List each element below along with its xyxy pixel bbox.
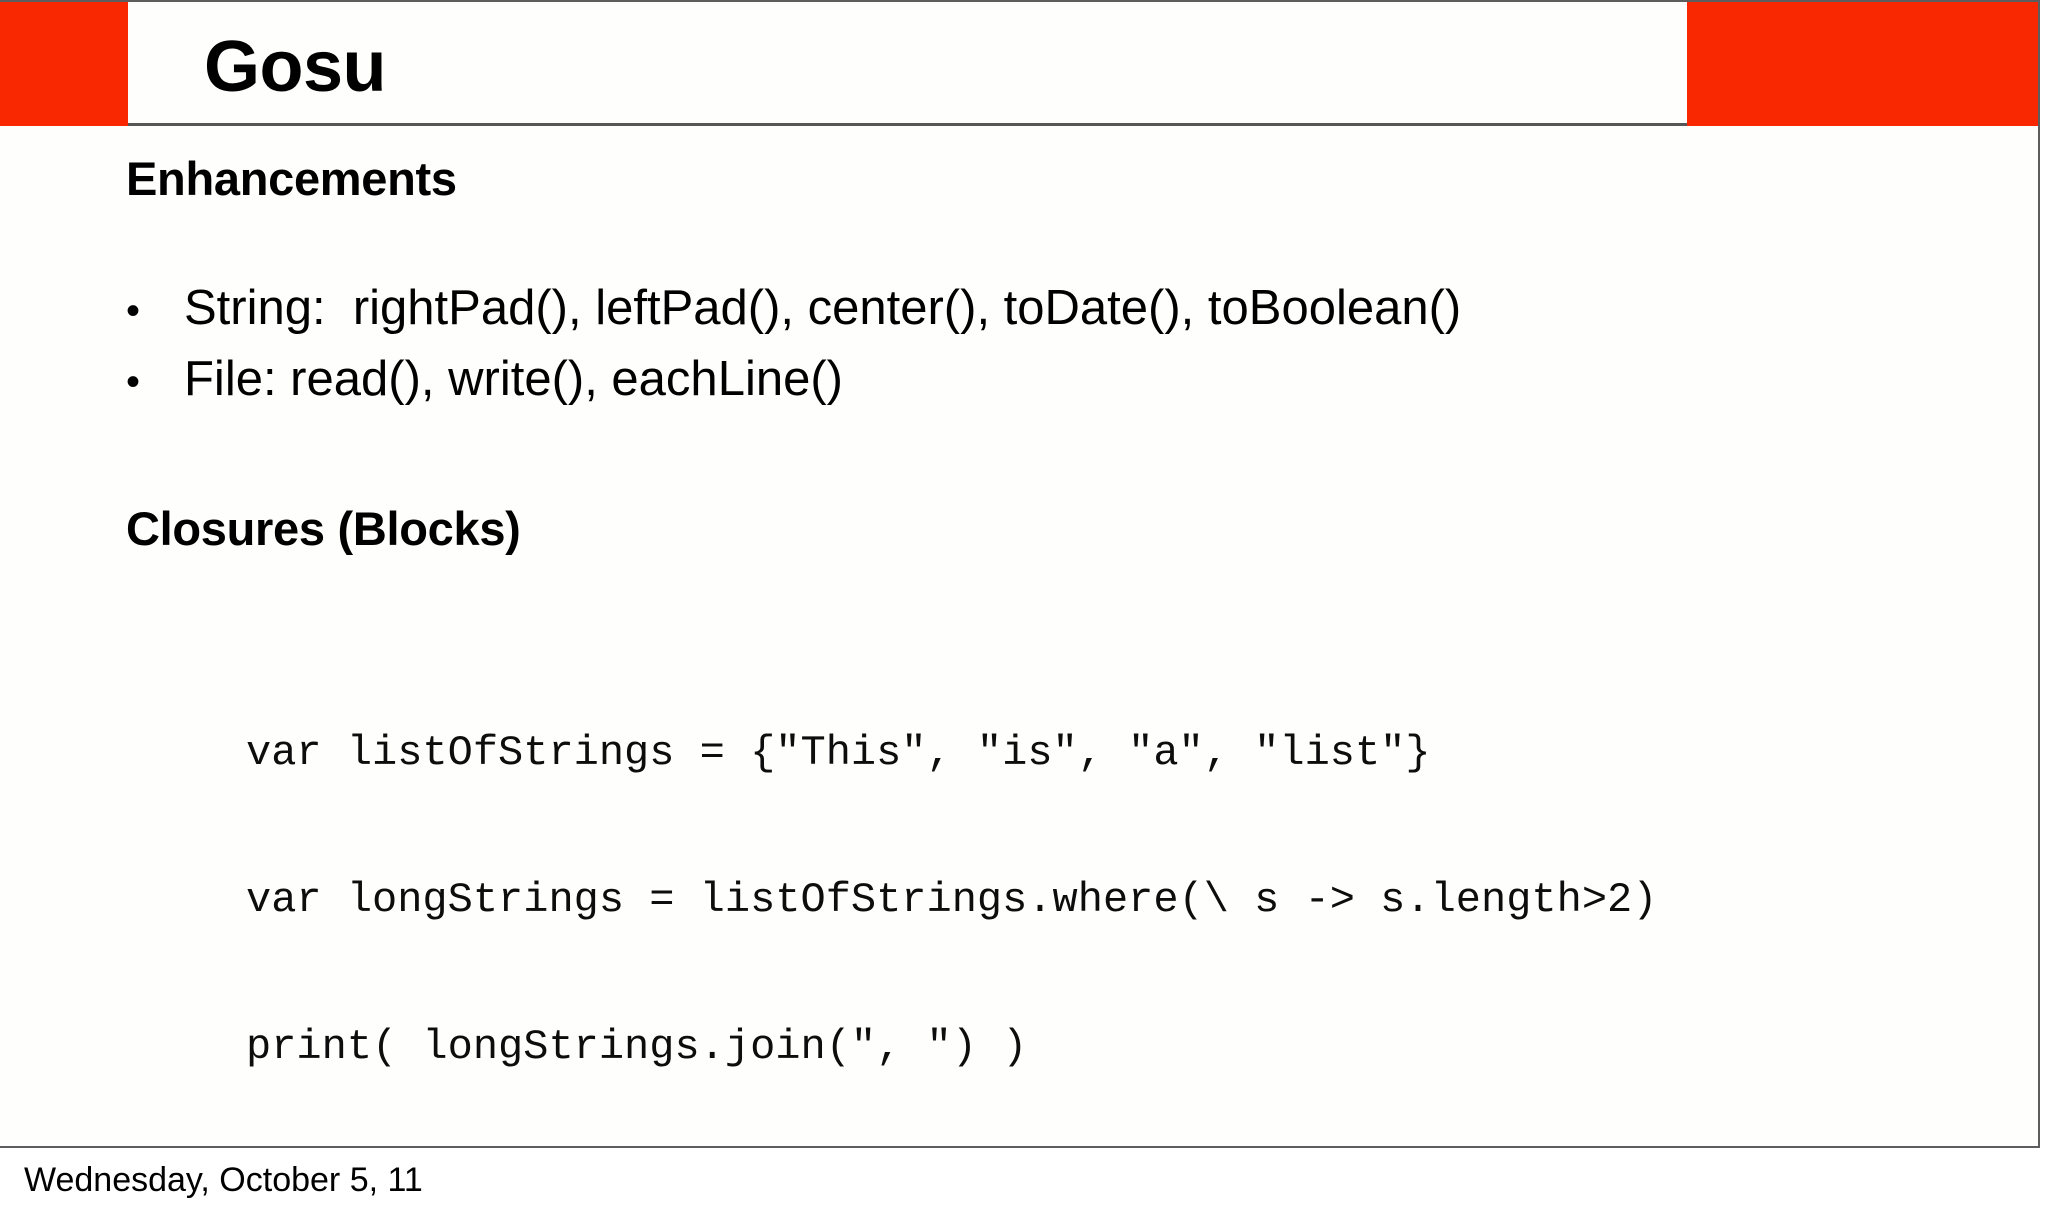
bullet-marker-icon: • [126,360,141,404]
list-item: • String: rightPad(), leftPad(), center(… [126,274,1461,345]
slide-canvas: Gosu Enhancements • String: rightPad(), … [0,0,2040,1148]
code-line: var longStrings = listOfStrings.where(\ … [246,876,1658,924]
footer-date: Wednesday, October 5, 11 [24,1161,423,1199]
code-line: print( longStrings.join(", ") ) [246,1023,1028,1071]
header-accent-block-left [0,2,128,126]
slide-body: Enhancements • String: rightPad(), leftP… [0,126,2038,1146]
bullet-text-file: File: read(), write(), eachLine() [184,352,843,406]
code-line: var listOfStrings = {"This", "is", "a", … [246,729,1431,777]
bullet-marker-icon: • [126,289,141,333]
section-heading-enhancements: Enhancements [126,152,457,205]
header-accent-block-right [1687,2,2038,126]
bullet-text-string: String: rightPad(), leftPad(), center(),… [184,281,1462,335]
list-item: • File: read(), write(), eachLine() [126,345,1461,416]
section-heading-closures: Closures (Blocks) [126,502,521,555]
page-title: Gosu [204,27,387,107]
code-sample-block: var listOfStrings = {"This", "is", "a", … [246,631,1658,1146]
enhancements-bullet-list: • String: rightPad(), leftPad(), center(… [126,274,1461,416]
footer-bar: Wednesday, October 5, 11 [0,1151,2048,1209]
slide-header: Gosu [0,2,2038,126]
